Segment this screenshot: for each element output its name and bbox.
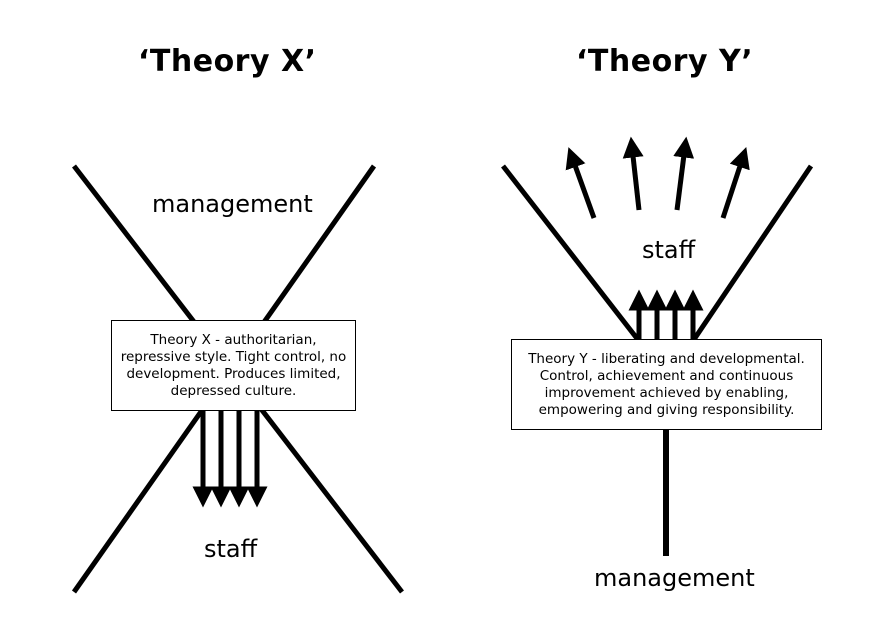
theory-x-description-box: Theory X - authoritarian, repressive sty… [111, 320, 356, 411]
theory-x-description: Theory X - authoritarian, repressive sty… [120, 331, 347, 399]
x-down-arrows [192, 410, 268, 508]
theory-y-description-box: Theory Y - liberating and developmental.… [511, 339, 822, 430]
y-fan-arrows [565, 136, 750, 219]
y-line-right [690, 164, 814, 343]
y-line-left [501, 164, 641, 343]
theory-y-title: ‘Theory Y’ [576, 44, 754, 79]
theory-x-staff-label: staff [204, 535, 258, 563]
theory-y-description: Theory Y - liberating and developmental.… [528, 350, 805, 418]
theory-x-title: ‘Theory X’ [138, 44, 317, 79]
theory-y-management-label: management [594, 564, 755, 592]
y-fan-arrow-4 [720, 147, 750, 219]
y-up-arrows [628, 289, 704, 340]
y-fan-arrow-1 [565, 147, 597, 219]
y-fan-arrow-2 [622, 136, 644, 211]
y-fan-arrow-3 [673, 136, 695, 211]
theory-y-staff-label: staff [642, 236, 696, 264]
theory-x-management-label: management [152, 190, 313, 218]
